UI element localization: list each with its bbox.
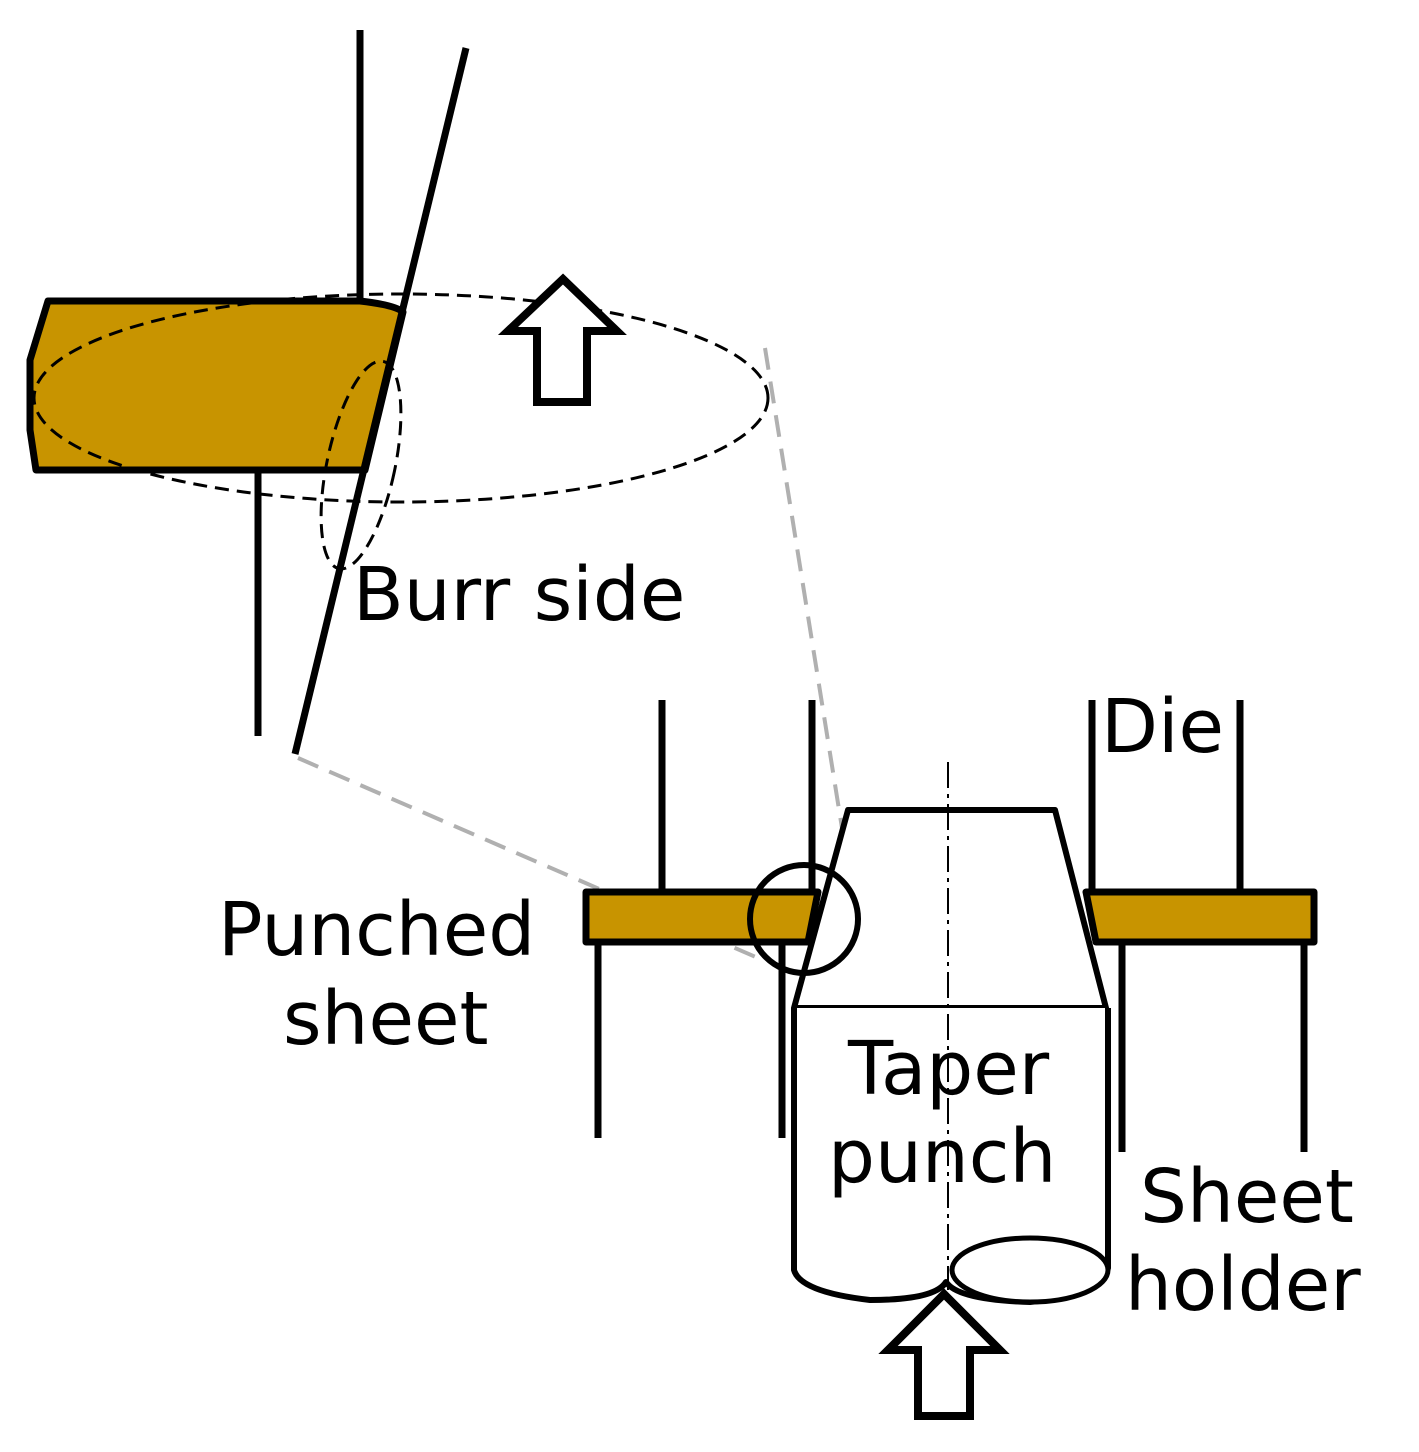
punch-up-arrow-icon [878,1288,1010,1420]
punched-sheet-left [582,888,822,946]
detail-marker-circle [747,862,861,976]
zoom-guide-lines [297,347,852,960]
label-burr-side: Burr side [353,552,685,638]
enlarged-sheet-section [26,297,407,474]
label-punched-sheet-line1: Punched [218,887,535,973]
hole-outline-ellipse [32,292,770,504]
label-taper-punch-line2: punch [828,1114,1056,1200]
zoom-guide-line-right [763,347,852,879]
burr-side-ellipse [319,359,403,571]
label-taper-punch-line1: Taper [847,1026,1050,1112]
detail-taper-punch-edge [291,47,470,755]
label-sheet-holder-line2: holder [1125,1242,1361,1328]
labels: Burr side Die Punched sheet Taper punch … [218,552,1361,1328]
sheet-holder-lines [594,942,1308,1152]
label-punched-sheet-line2: sheet [283,976,489,1062]
taper-punch-end-ellipse [949,1235,1111,1305]
die-lines [658,700,1244,892]
label-sheet-holder-line1: Sheet [1140,1154,1354,1240]
punching-assembly [582,700,1318,1420]
taper-punch-head [791,807,1109,1011]
up-arrow-icon [497,273,627,406]
enlarged-detail [26,30,770,755]
label-die: Die [1101,684,1224,770]
punched-sheet-right [1082,888,1318,946]
